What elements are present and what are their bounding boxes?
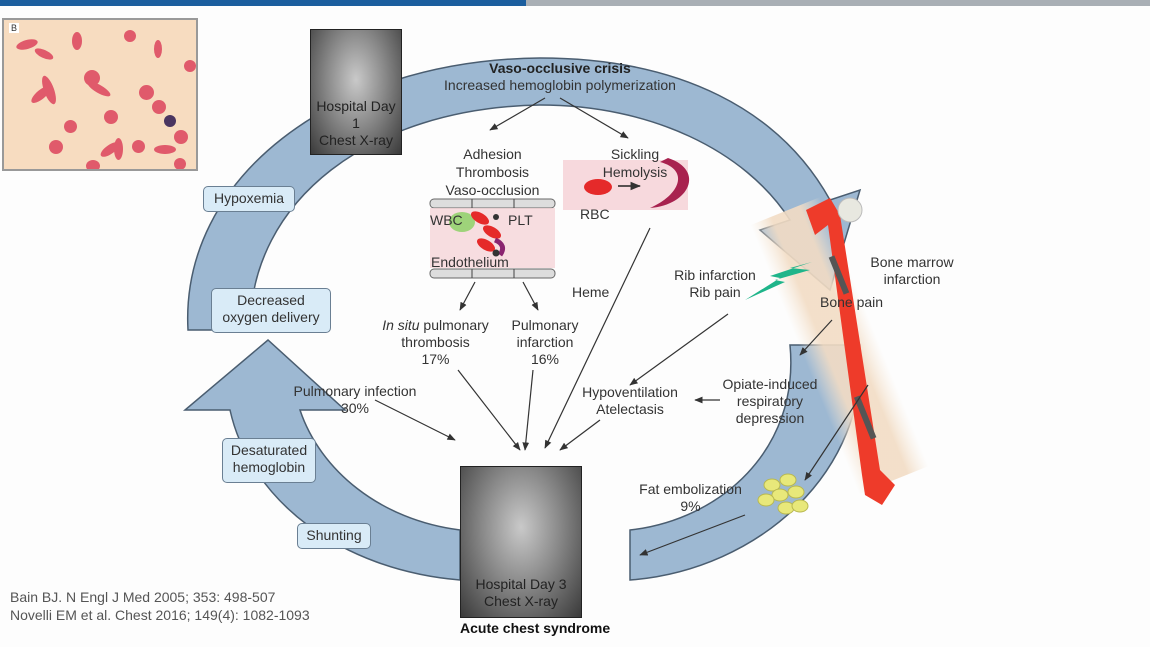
fat-globules-icon [757, 473, 809, 515]
adhesion-label: Adhesion [463, 146, 522, 162]
xray-day1-label-line1: Hospital Day 1 [316, 98, 396, 131]
xray-day3-image: Hospital Day 3 Chest X-ray [460, 466, 582, 618]
panel-label: B [9, 23, 20, 33]
pulmonary-infarction-pct: 16% [530, 351, 560, 367]
endothelium-top-bar [429, 198, 556, 209]
bone-marrow-infarction-label: infarction [883, 271, 941, 287]
xray-day1-label-line2: Chest X-ray [319, 132, 393, 148]
fat-embolization-pct: 9% [680, 498, 701, 514]
bone-pain-label: Bone pain [820, 294, 884, 310]
cycle-arrow-left [182, 339, 461, 581]
vaso-occlusive-crisis-title: Vaso-occlusive crisis [489, 60, 631, 76]
endothelium-label: Endothelium [431, 254, 509, 270]
header-bar [526, 0, 1150, 6]
hemoglobin-polymerization-subtitle: Increased hemoglobin polymerization [444, 77, 676, 93]
hemolysis-label: Hemolysis [602, 164, 668, 180]
pulmonary-infection-label: Pulmonary infection [293, 383, 417, 399]
vaso-occlusion-label: Vaso-occlusion [445, 182, 540, 198]
citation-2: Novelli EM et al. Chest 2016; 149(4): 10… [10, 607, 310, 623]
hypoxemia-box: Hypoxemia [203, 186, 295, 212]
bone-marrow-label: Bone marrow [870, 254, 954, 270]
in-situ-thrombosis-pct: 17% [421, 351, 450, 367]
wbc-shape [449, 212, 475, 232]
opiate-induced-label: Opiate-induced [722, 376, 818, 392]
xray-day3-label-line1: Hospital Day 3 [475, 576, 567, 592]
in-situ-thrombosis-line1: In situ pulmonary [382, 317, 489, 333]
sickle-cell-shape [650, 158, 690, 208]
flow-arrows [374, 97, 869, 556]
header-accent-bar [0, 0, 526, 6]
wbc-label: WBC [430, 212, 463, 228]
heme-label: Heme [572, 284, 610, 300]
xray-day1-image: Hospital Day 1 Chest X-ray [310, 29, 402, 155]
pulmonary-infarction-line1: Pulmonary [511, 317, 579, 333]
xray-day3-label-line2: Chest X-ray [484, 593, 558, 609]
rbc-label: RBC [580, 206, 610, 222]
acute-chest-syndrome-caption: Acute chest syndrome [460, 620, 611, 636]
pulmonary-infarction-line2: infarction [516, 334, 574, 350]
fat-embolization-label: Fat embolization [639, 481, 742, 497]
rbc-normal-shape [584, 179, 612, 195]
hypoventilation-label: Hypoventilation [582, 384, 678, 400]
pulmonary-infection-pct: 30% [340, 400, 370, 416]
thrombosis-label: Thrombosis [455, 164, 530, 180]
shunting-box: Shunting [297, 523, 371, 549]
endothelium-bottom-bar [429, 268, 556, 279]
sickling-label: Sickling [610, 146, 660, 162]
depression-label: depression [735, 410, 805, 426]
in-situ-thrombosis-line2: thrombosis [401, 334, 470, 350]
citation-1: Bain BJ. N Engl J Med 2005; 353: 498-507 [10, 589, 276, 605]
respiratory-label: respiratory [736, 393, 804, 409]
lightning-icon [745, 262, 812, 300]
plt-label: PLT [508, 212, 533, 228]
blood-smear-image: B [2, 18, 198, 171]
rib-pain-label: Rib pain [689, 284, 741, 300]
rib-infarction-label: Rib infarction [674, 267, 756, 283]
atelectasis-label: Atelectasis [596, 401, 664, 417]
